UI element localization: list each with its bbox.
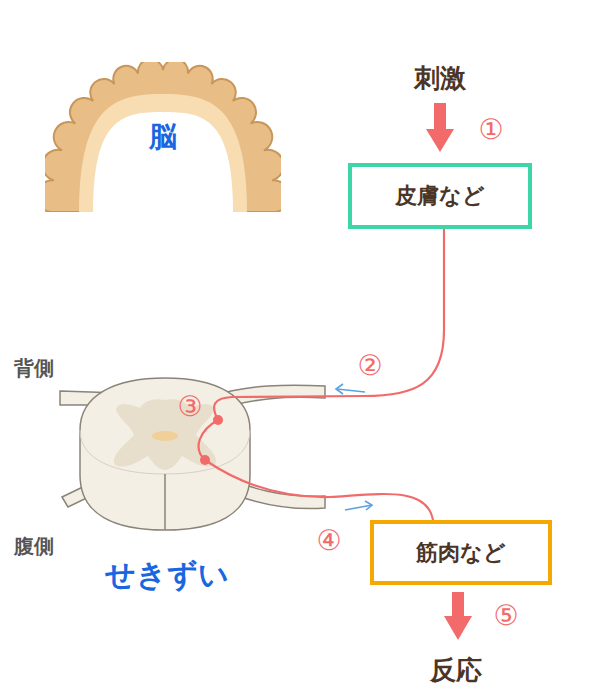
- direction-arrows: [336, 384, 372, 510]
- process-box: 筋肉など: [370, 520, 552, 585]
- reaction-arrow: [444, 592, 472, 640]
- node-text: 筋肉など: [416, 538, 506, 568]
- callout-number: ④: [316, 524, 341, 557]
- stimulus-arrow: [426, 103, 454, 152]
- reaction-label: 反応: [430, 653, 482, 688]
- side-label: 腹側: [14, 533, 54, 560]
- node-text: 皮膚など: [395, 181, 485, 211]
- spinal-cord: [80, 378, 250, 530]
- callout-number: ②: [357, 349, 382, 382]
- nerve-pathway: [199, 229, 444, 520]
- brain-shape: 脳: [45, 62, 281, 212]
- callout-number: ⑤: [493, 599, 518, 632]
- stimulus-label: 刺激: [414, 61, 466, 96]
- side-label: 背側: [14, 355, 54, 382]
- synapse-dot: [213, 415, 223, 425]
- synapse-dot: [200, 455, 210, 465]
- callout-number: ③: [177, 390, 202, 423]
- process-box: 皮膚など: [348, 163, 532, 229]
- node-text: 脳: [149, 118, 177, 156]
- callout-number: ①: [478, 113, 503, 146]
- spinal-cord-label: せきずい: [105, 555, 229, 596]
